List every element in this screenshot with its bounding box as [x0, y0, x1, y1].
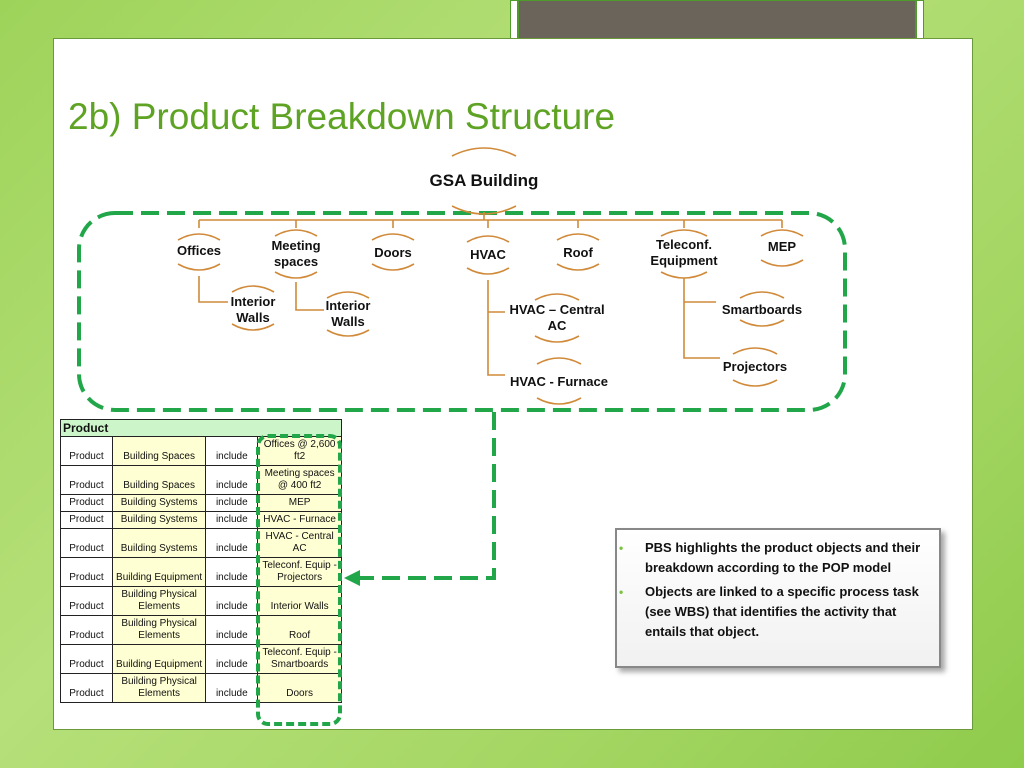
table-cell: include	[205, 615, 259, 645]
table-cell: include	[205, 586, 259, 616]
table-cell: Product	[60, 673, 113, 703]
node-projectors: Projectors	[722, 359, 788, 374]
table-row: Product Building Physical Elements inclu…	[60, 673, 342, 703]
node-mep: MEP	[767, 239, 797, 254]
table-cell: Building Physical Elements	[111, 673, 207, 703]
node-gsa-building: GSA Building	[429, 171, 539, 190]
table-cell: include	[205, 465, 259, 495]
table-cell: Product	[60, 586, 113, 616]
table-row: Product Building Systems include HVAC - …	[60, 528, 342, 558]
node-smartboards: Smartboards	[721, 302, 803, 317]
table-cell: Teleconf. Equip - Projectors	[257, 557, 342, 587]
table-cell: Product	[60, 465, 113, 495]
node-hvac-central-line1: HVAC – Central	[509, 302, 605, 317]
level-group-outline	[77, 211, 847, 412]
table-cell: Product	[60, 615, 113, 645]
callout-bullet-1: • PBS highlights the product objects and…	[619, 538, 929, 578]
table-cell: Product	[60, 494, 113, 512]
node-doors: Doors	[374, 245, 412, 260]
callout-bullet-2: • Objects are linked to a specific proce…	[619, 582, 929, 642]
table-cell: Building Systems	[111, 528, 207, 558]
table-cell: HVAC - Furnace	[257, 511, 342, 529]
table-cell: Product	[60, 557, 113, 587]
callout-text-2: Objects are linked to a specific process…	[645, 584, 919, 639]
table-cell: include	[205, 673, 259, 703]
node-roof: Roof	[563, 245, 593, 260]
table-cell: include	[205, 436, 259, 466]
node-offices: Offices	[176, 243, 222, 258]
group-to-table-arrow	[356, 412, 496, 580]
table-cell: Product	[60, 644, 113, 674]
table-cell: include	[205, 644, 259, 674]
table-cell: include	[205, 528, 259, 558]
bullet-icon: •	[619, 541, 624, 555]
node-teleconf-line1: Teleconf.	[655, 237, 713, 252]
product-table: Product Product Building Spaces include …	[60, 419, 342, 703]
table-row: Product Building Physical Elements inclu…	[60, 586, 342, 616]
node-teleconf-line2: Equipment	[650, 253, 718, 268]
table-row: Product Building Spaces include Meeting …	[60, 465, 342, 495]
node-hvac: HVAC	[470, 247, 506, 262]
table-cell: Product	[60, 511, 113, 529]
table-cell: Roof	[257, 615, 342, 645]
table-cell: Building Spaces	[111, 436, 207, 466]
table-cell: Product	[60, 528, 113, 558]
table-cell: Teleconf. Equip - Smartboards	[257, 644, 342, 674]
node-interior-walls-1-line2: Walls	[236, 310, 270, 325]
table-cell: Interior Walls	[257, 586, 342, 616]
bullet-icon: •	[619, 585, 624, 599]
table-row: Product Building Equipment include Telec…	[60, 644, 342, 674]
node-hvac-central-line2: AC	[547, 318, 567, 333]
node-interior-walls-2-line2: Walls	[331, 314, 365, 329]
table-cell: Product	[60, 436, 113, 466]
table-cell: Building Physical Elements	[111, 586, 207, 616]
table-row: Product Building Systems include HVAC - …	[60, 511, 342, 529]
table-cell: Building Systems	[111, 494, 207, 512]
node-meeting-spaces-line2: spaces	[273, 254, 319, 269]
callout-text-1: PBS highlights the product objects and t…	[645, 540, 921, 575]
node-interior-walls-2-line1: Interior	[325, 298, 371, 313]
node-arcs	[177, 147, 804, 405]
table-cell: Building Systems	[111, 511, 207, 529]
table-row: Product Building Physical Elements inclu…	[60, 615, 342, 645]
table-cell: Meeting spaces @ 400 ft2	[257, 465, 342, 495]
arrow-head	[344, 570, 360, 586]
table-cell: include	[205, 494, 259, 512]
node-meeting-spaces: Meeting spaces	[256, 238, 336, 270]
table-cell: Building Spaces	[111, 465, 207, 495]
callout-box: • PBS highlights the product objects and…	[615, 528, 941, 668]
node-hvac-central-ac: HVAC – Central AC	[497, 302, 617, 334]
node-teleconf-equipment: Teleconf. Equipment	[634, 237, 734, 269]
node-interior-walls-1-line1: Interior	[230, 294, 276, 309]
slide-title: 2b) Product Breakdown Structure	[68, 96, 616, 137]
node-interior-walls-1: Interior Walls	[213, 294, 293, 326]
node-interior-walls-2: Interior Walls	[308, 298, 388, 330]
table-column-highlight	[256, 434, 342, 726]
callout-list: • PBS highlights the product objects and…	[617, 530, 939, 642]
table-cell: Building Equipment	[111, 557, 207, 587]
node-hvac-furnace: HVAC - Furnace	[510, 374, 608, 389]
node-meeting-spaces-line1: Meeting	[271, 238, 321, 253]
table-cell: Building Physical Elements	[111, 615, 207, 645]
table-cell: include	[205, 511, 259, 529]
table-cell: include	[205, 557, 259, 587]
connector-lines	[198, 212, 783, 376]
table-cell: Building Equipment	[111, 644, 207, 674]
